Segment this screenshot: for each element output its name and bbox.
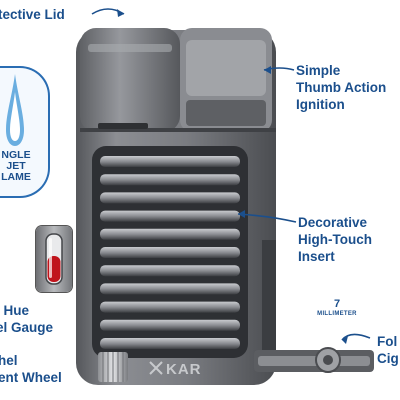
millimeter-badge: 7 MILLIMETER: [314, 298, 360, 326]
callout-gauge-line: el Gauge: [0, 320, 54, 335]
callout-insert-line: High-Touch: [298, 232, 372, 247]
insert-slat: [100, 156, 240, 167]
millimeter-number: 7: [333, 298, 341, 310]
callout-wheel-line: ent Wheel: [0, 370, 62, 385]
insert-slat: [100, 338, 240, 349]
callout-ignition-line: Thumb Action: [296, 80, 387, 95]
insert-slat: [100, 319, 240, 331]
callout-insert-line: Decorative: [298, 215, 368, 230]
insert-slat: [100, 174, 240, 186]
callout-gauge: l Hue el Gauge: [0, 302, 53, 336]
flame-label-line: JET: [6, 160, 26, 172]
callout-wheel: hel ent Wheel: [0, 352, 62, 386]
flame-label: NGLE JET LAME: [0, 150, 46, 183]
callout-ignition-line: Ignition: [296, 97, 345, 112]
callout-ignition-line: Simple: [296, 63, 341, 78]
insert-slat: [100, 301, 240, 313]
callout-gauge-line: l Hue: [0, 303, 30, 318]
callout-ignition: Simple Thumb Action Ignition: [296, 62, 386, 113]
insert-slat: [100, 192, 240, 204]
brand-text: KAR: [166, 361, 202, 378]
millimeter-unit: MILLIMETER: [317, 311, 357, 317]
flame-label-line: NGLE: [1, 149, 31, 161]
fuel-gauge-inset: [36, 226, 72, 292]
callout-cigar-line: Cig: [377, 351, 399, 366]
callout-protective-lid-text: tective Lid: [0, 7, 65, 22]
insert-slats: [100, 156, 240, 349]
insert-slat: [100, 210, 240, 222]
callout-wheel-line: hel: [0, 353, 18, 368]
insert-slat: [100, 265, 240, 277]
insert-slat: [100, 283, 240, 295]
callout-insert-line: Insert: [298, 249, 335, 264]
callout-protective-lid: tective Lid: [0, 6, 65, 23]
flame-icon: [6, 74, 24, 146]
flame-label-line: LAME: [1, 171, 31, 183]
callout-cigar-line: Fol: [377, 334, 398, 349]
callout-insert: Decorative High-Touch Insert: [298, 214, 372, 265]
insert-slat: [100, 228, 240, 240]
brand-logo-icon: [149, 361, 163, 375]
lighter-lid: [80, 28, 180, 132]
single-jet-flame-badge: NGLE JET LAME: [0, 66, 50, 198]
insert-slat: [100, 247, 240, 258]
callout-cigar-rest: Fol Cig: [377, 333, 399, 367]
